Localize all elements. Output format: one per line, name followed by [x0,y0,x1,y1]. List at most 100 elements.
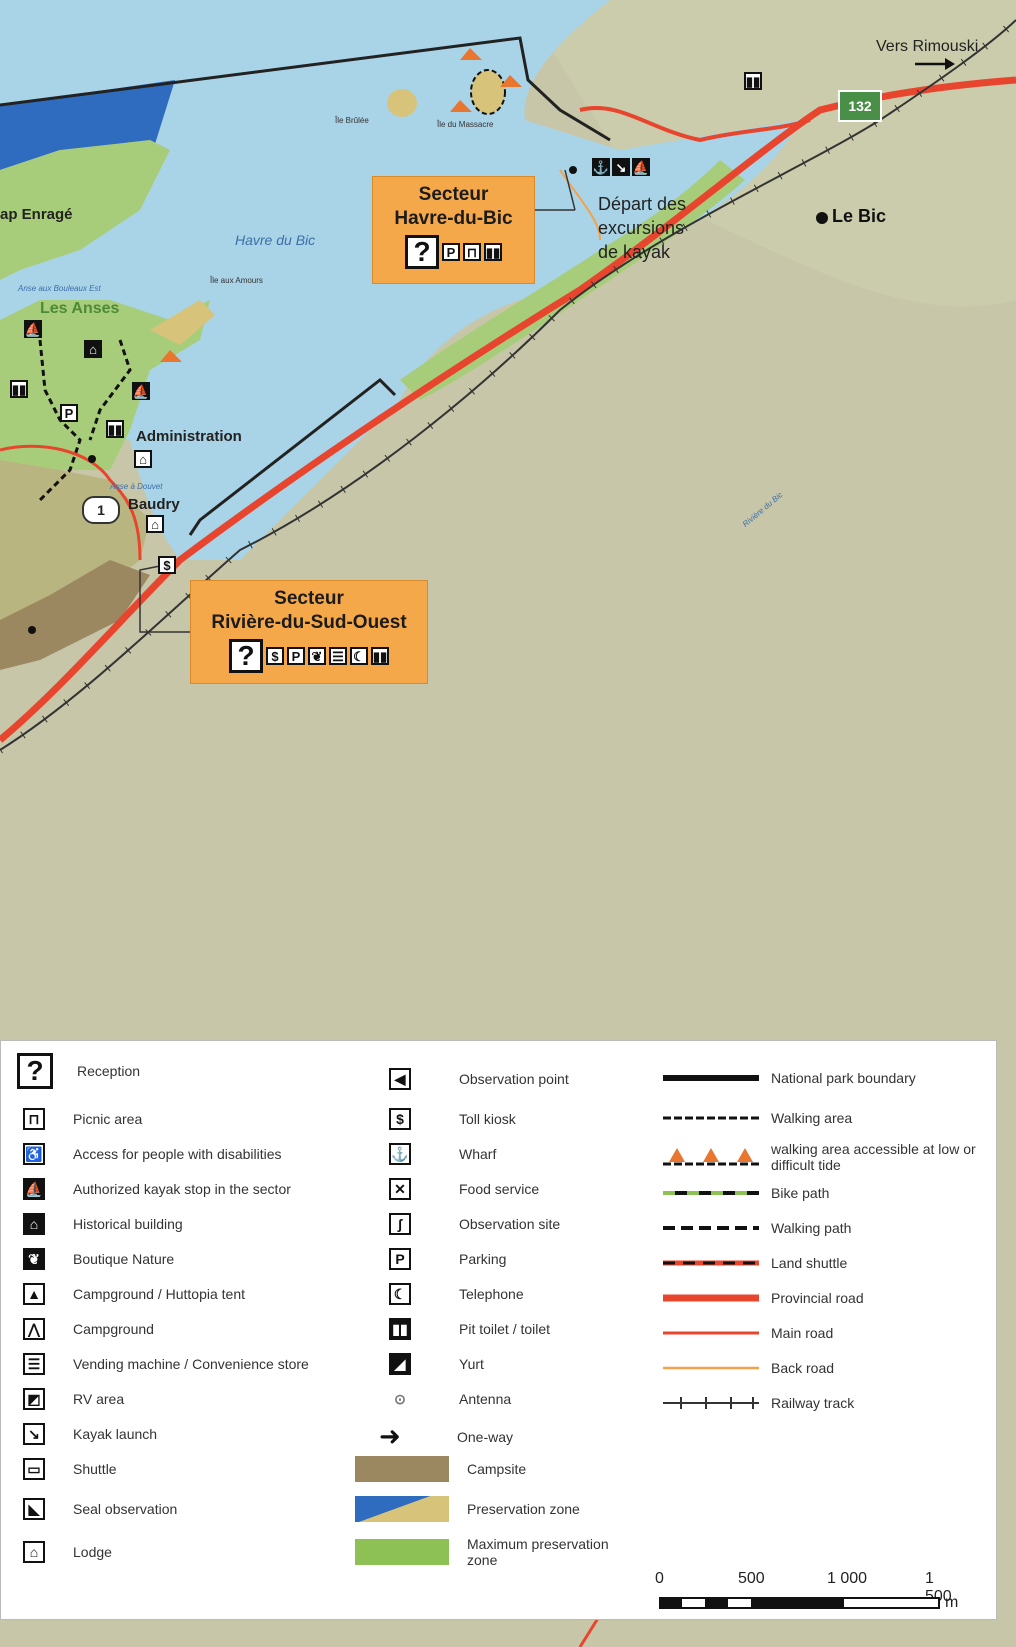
legend-label: Boutique Nature [73,1251,175,1267]
map-icon-toilet-bic: ▮▮ [744,72,762,91]
legend-item: ⚓Wharf [389,1143,496,1165]
legend-item: ▮▮Pit toilet / toilet [389,1318,550,1340]
legend-label: Authorized kayak stop in the sector [73,1181,291,1197]
pit-toilet-icon: ▮▮ [744,72,762,90]
legend-label: Food service [459,1181,540,1197]
park-boundary-south [188,378,397,536]
toll-kiosk-icon: $ [266,647,284,665]
vending-machine-icon: ☰ [23,1353,45,1375]
legend-label: Lodge [73,1544,112,1560]
label-ile-du-massacre: Île du Massacre [437,120,494,129]
legend-item: ☰ Vending machine / Convenience store [23,1353,309,1375]
legend-label: Land shuttle [771,1255,848,1271]
scale-tick-label: 1 000 [827,1570,868,1587]
national-park-boundary-symbol [663,1075,759,1081]
legend-label: Walking area [771,1110,853,1126]
legend-item: ? Reception [17,1053,140,1089]
sector-title-line1: Secteur [418,184,489,205]
legend-label: Shuttle [73,1461,117,1477]
legend-item: ✕Food service [389,1178,539,1200]
legend-label: Provincial road [771,1290,864,1306]
legend-item: ◀Observation point [389,1068,569,1090]
walking-path [38,339,82,502]
ile-brulee [387,89,417,117]
legend-item: Back road [661,1353,834,1383]
kayak-stop-icon: ⛵ [132,382,150,400]
picnic-icon: ⊓ [463,243,481,261]
legend-label: Bike path [771,1185,830,1201]
toll-kiosk-icon: $ [389,1108,411,1130]
legend-item: ◣Seal observation [23,1498,177,1520]
sector-havre-du-bic[interactable]: Secteur Havre-du-Bic ? P ⊓ ▮▮ [372,176,535,284]
legend-label: Kayak launch [73,1426,158,1442]
legend-item: Walking path [661,1213,851,1243]
sector-title-line2: Rivière-du-Sud-Ouest [211,612,407,633]
legend-label: Access for people with disabilities [73,1146,282,1162]
provincial-road-symbol [663,1294,759,1302]
label-ile-aux-amours: Île aux Amours [210,276,263,285]
kayak-launch-icon: ↘ [612,158,630,176]
map-icon-group-kayak: ⚓ ↘ ⛵ [592,158,650,176]
map-icon-parking-anses: P [60,404,78,423]
legend-label: walking area accessible at low or diffic… [771,1141,976,1173]
island-road [579,106,811,143]
sector-riviere-du-sud-ouest[interactable]: Secteur Rivière-du-Sud-Ouest ? $ P ❦ ☰ ☾… [190,580,428,684]
map-icon-building-admin: ⌂ [134,450,152,469]
administration-point [88,455,96,463]
map-icon-kayak-anses-2: ⛵ [132,382,150,401]
legend-label: Campground [73,1321,154,1337]
railway-track-symbol [663,1397,759,1409]
parking-icon: P [60,404,78,422]
island-les-anses [150,300,215,345]
walking-path-symbol [663,1226,759,1230]
tide-marker [160,350,182,362]
legend-label: Reception [77,1063,141,1079]
legend-label: Main road [771,1325,834,1341]
tide-marker [450,100,472,112]
les-anses-land [0,300,210,470]
legend-label: One-way [457,1428,514,1445]
legend-item: ☾ Telephone [389,1283,524,1305]
map-icon-lodge: ⌂ [146,515,164,534]
campground-point [28,626,36,634]
vending-machine-icon: ☰ [329,647,347,665]
legend-item: ⋀Campground [23,1318,154,1340]
tide-marker [460,48,482,60]
tide-marker [500,75,522,87]
legend-item: Main road [661,1318,833,1348]
scale-unit: m [945,1594,959,1611]
main-road-south [578,1614,602,1647]
leader-kayak [564,169,576,211]
label-cap-enrage: ap Enragé [0,206,73,223]
legend-item: ➜One-way [379,1421,513,1452]
label-vers-rimouski: Vers Rimouski [876,38,979,55]
ile-du-massacre [470,69,506,115]
legend-label: Vending machine / Convenience store [73,1356,309,1372]
label-baudry: Baudry [128,496,180,513]
seal-observation-icon: ◣ [23,1498,45,1520]
label-anse-aux-bouleaux: Anse aux Bouleaux Est [18,284,101,293]
accessibility-icon: ♿ [23,1143,45,1165]
boutique-icon: ❦ [308,647,326,665]
legend-item: ◩RV area [23,1388,124,1410]
legend-item: ⊙Antenna [389,1388,511,1410]
legend-label: Campsite [467,1461,527,1477]
back-road [559,169,601,241]
pit-toilet-icon: ▮▮ [10,380,28,398]
kayak-launch-icon: ↘ [23,1423,45,1445]
bike-path-symbol [663,1191,759,1195]
legend-label: Telephone [459,1286,524,1302]
legend-item: National park boundary [661,1063,916,1093]
tide-walking-area-symbol [663,1148,759,1166]
one-way-arrow-head [945,58,955,70]
map-icon-toilet-anses: ▮▮ [10,380,28,399]
telephone-icon: ☾ [389,1283,411,1305]
rv-area-icon: ◩ [23,1388,45,1410]
legend-item: Campsite [355,1456,526,1482]
shore-green-strip [400,160,745,400]
le-bic-point [816,212,828,224]
historical-building-icon: ⌂ [23,1213,45,1235]
map-legend: ? Reception ⊓Picnic area ♿Access for peo… [0,1040,997,1620]
